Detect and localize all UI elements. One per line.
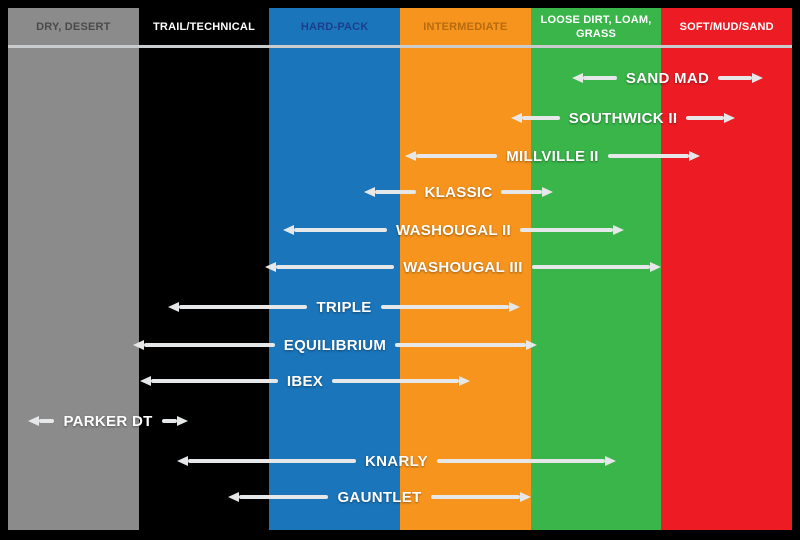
terrain-column-header-loose-dirt-loam-grass: LOOSE DIRT, LOAM, GRASS <box>540 14 652 40</box>
terrain-column-intermediate: INTERMEDIATE <box>400 8 531 530</box>
terrain-column-dry-desert: DRY, DESERT <box>8 8 139 530</box>
tire-range-row-knarly: KNARLY <box>177 451 617 471</box>
arrow-line-right <box>686 116 724 120</box>
arrow-left-icon <box>572 73 583 83</box>
arrow-left-icon <box>228 492 239 502</box>
tire-range-row-gauntlet: GAUNTLET <box>228 487 531 507</box>
arrow-line-left <box>583 76 617 80</box>
tire-range-row-triple: TRIPLE <box>168 297 521 317</box>
arrow-left-icon <box>511 113 522 123</box>
arrow-right-icon <box>177 416 188 426</box>
arrow-line-left <box>39 419 55 423</box>
tire-range-row-parker-dt: PARKER DT <box>28 411 188 431</box>
arrow-line-right <box>531 265 650 269</box>
arrow-line-left <box>144 343 275 347</box>
arrow-line-right <box>718 76 753 80</box>
arrow-line-right <box>161 419 177 423</box>
terrain-column-trail-technical: TRAIL/TECHNICAL <box>138 8 270 530</box>
tire-name: TRIPLE <box>316 298 372 316</box>
arrow-line-left <box>294 228 387 232</box>
arrow-left-icon <box>364 187 375 197</box>
tire-range-row-equilibrium: EQUILIBRIUM <box>133 335 537 355</box>
tire-name: MILLVILLE II <box>506 147 599 165</box>
tire-range-row-ibex: IBEX <box>140 371 470 391</box>
arrow-right-icon <box>526 340 537 350</box>
arrow-left-icon <box>283 225 294 235</box>
terrain-column-header-soft-mud-sand: SOFT/MUD/SAND <box>679 21 774 34</box>
header-divider <box>8 45 792 48</box>
arrow-left-icon <box>168 302 179 312</box>
arrow-right-icon <box>650 262 661 272</box>
tire-name: IBEX <box>286 372 324 390</box>
tire-name: EQUILIBRIUM <box>283 336 387 354</box>
tire-name: PARKER DT <box>63 412 153 430</box>
arrow-right-icon <box>459 376 470 386</box>
arrow-right-icon <box>542 187 553 197</box>
tire-range-row-sand-mad: SAND MAD <box>572 68 764 88</box>
arrow-line-right <box>607 154 690 158</box>
terrain-columns: DRY, DESERT TRAIL/TECHNICAL HARD-PACK IN… <box>8 8 793 530</box>
arrow-left-icon <box>405 151 416 161</box>
arrow-line-left <box>375 190 416 194</box>
arrow-line-right <box>430 495 520 499</box>
arrow-line-left <box>151 379 278 383</box>
tire-name: WASHOUGAL II <box>396 221 511 239</box>
terrain-column-hard-pack: HARD-PACK <box>269 8 401 530</box>
arrow-line-right <box>380 305 510 309</box>
tire-range-row-millville-ii: MILLVILLE II <box>405 146 701 166</box>
terrain-column-header-hard-pack: HARD-PACK <box>300 21 369 34</box>
arrow-line-left <box>179 305 308 309</box>
arrow-left-icon <box>265 262 276 272</box>
tire-range-row-washougal-ii: WASHOUGAL II <box>283 220 624 240</box>
terrain-column-header-intermediate: INTERMEDIATE <box>423 21 508 34</box>
arrow-right-icon <box>509 302 521 312</box>
arrow-right-icon <box>613 225 624 235</box>
arrow-line-right <box>436 459 606 463</box>
arrow-left-icon <box>133 340 144 350</box>
arrow-right-icon <box>752 73 764 83</box>
terrain-column-loose-dirt-loam-grass: LOOSE DIRT, LOAM, GRASS <box>530 8 662 530</box>
arrow-line-left <box>239 495 329 499</box>
arrow-left-icon <box>28 416 39 426</box>
arrow-line-right <box>520 228 613 232</box>
arrow-right-icon <box>724 113 735 123</box>
arrow-line-left <box>276 265 395 269</box>
arrow-line-left <box>416 154 498 158</box>
tire-name: KNARLY <box>365 452 428 470</box>
terrain-column-header-dry-desert: DRY, DESERT <box>36 21 111 34</box>
arrow-line-left <box>188 459 357 463</box>
arrow-line-right <box>332 379 459 383</box>
tire-range-row-southwick-ii: SOUTHWICK II <box>511 108 735 128</box>
arrow-right-icon <box>520 492 531 502</box>
arrow-left-icon <box>140 376 151 386</box>
arrow-line-left <box>522 116 560 120</box>
arrow-left-icon <box>177 456 188 466</box>
tire-name: WASHOUGAL III <box>403 258 523 276</box>
arrow-line-right <box>501 190 542 194</box>
terrain-column-soft-mud-sand: SOFT/MUD/SAND <box>661 8 793 530</box>
tire-name: GAUNTLET <box>337 488 422 506</box>
arrow-line-right <box>395 343 526 347</box>
tire-range-row-klassic: KLASSIC <box>364 182 553 202</box>
arrow-right-icon <box>689 151 701 161</box>
tire-name: SAND MAD <box>625 69 710 87</box>
tire-name: SOUTHWICK II <box>568 109 678 127</box>
tire-range-row-washougal-iii: WASHOUGAL III <box>265 257 661 277</box>
arrow-right-icon <box>605 456 617 466</box>
terrain-column-header-trail-technical: TRAIL/TECHNICAL <box>153 21 255 34</box>
tire-name: KLASSIC <box>424 183 493 201</box>
